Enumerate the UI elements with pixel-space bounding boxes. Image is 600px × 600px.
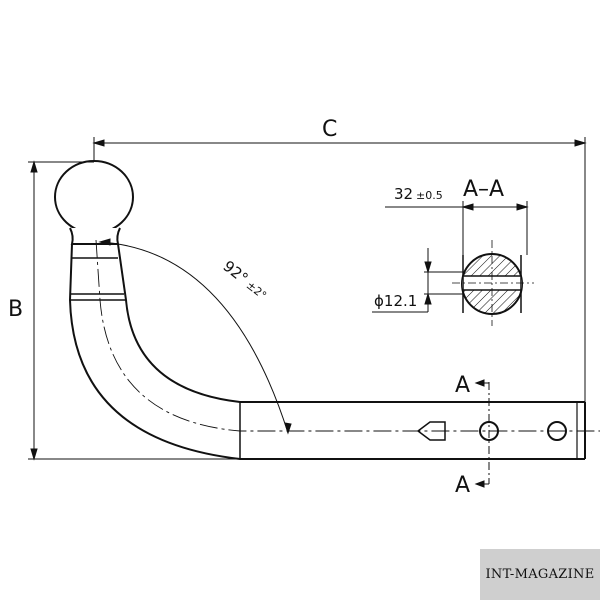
angle-tolerance: ±2° <box>244 279 269 303</box>
section-cut-line <box>474 379 490 488</box>
section-mark-top: A <box>455 373 470 398</box>
tow-ball <box>54 160 134 245</box>
angle-label: 92° <box>220 257 252 288</box>
section-view <box>452 240 534 326</box>
diameter-dimension <box>372 248 463 313</box>
section-mark-bottom: A <box>455 473 470 498</box>
dimension-c <box>92 137 587 402</box>
tow-bar-arm <box>68 239 600 460</box>
watermark-text: INT-MAGAZINE <box>485 567 595 582</box>
section-width-tolerance: ±0.5 <box>416 189 443 202</box>
diameter-label: ϕ12.1 <box>374 292 417 310</box>
section-width-dimension <box>385 201 529 255</box>
section-title: A–A <box>463 177 504 202</box>
dimension-c-label: C <box>322 117 337 142</box>
dimension-b <box>28 160 240 461</box>
dimension-b-label: B <box>8 297 23 322</box>
section-width-label: 32 <box>394 185 413 203</box>
angle-dimension <box>98 238 292 435</box>
watermark-badge: INT-MAGAZINE <box>480 549 600 600</box>
